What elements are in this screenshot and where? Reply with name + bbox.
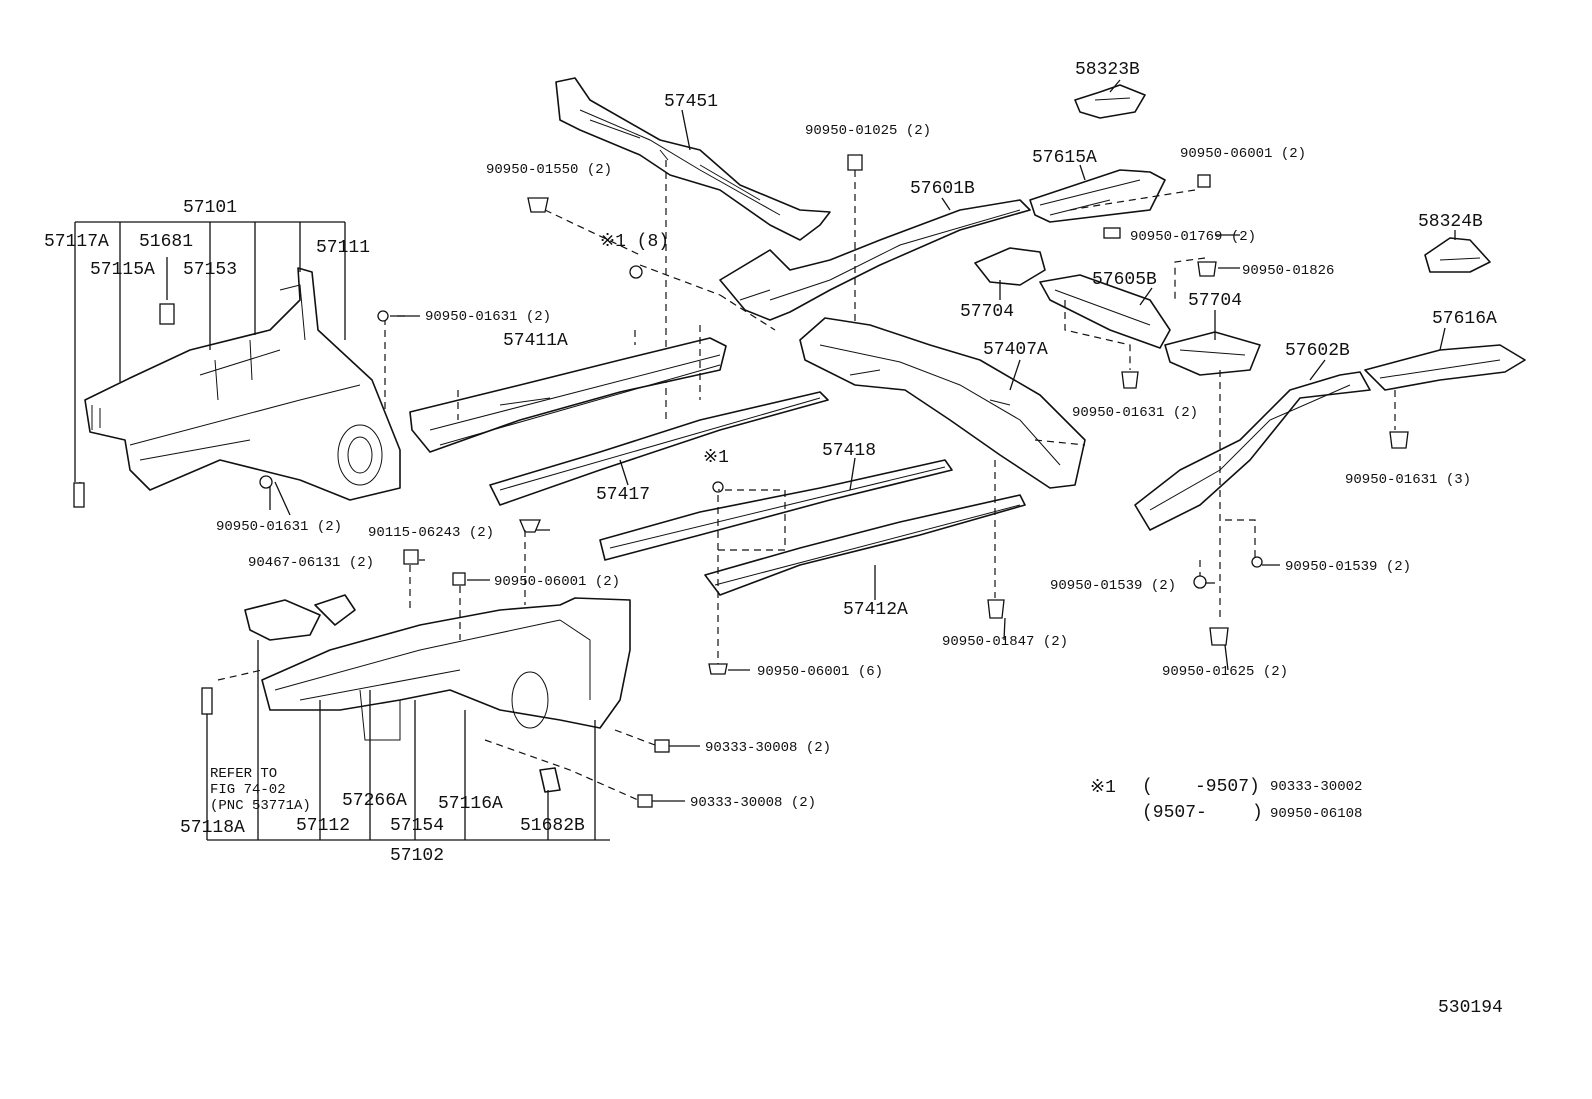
label-90115-06243: 90115-06243 (2) [368,525,494,541]
label-90950-01539-a: 90950-01539 (2) [1050,578,1176,594]
label-90950-06001-top: 90950-06001 (2) [1180,146,1306,162]
label-57615A: 57615A [1032,148,1097,168]
label-57118A: 57118A [180,818,245,838]
footnote-row2-part: 90950-06108 [1270,806,1362,822]
label-90950-01631-a: 90950-01631 (2) [425,309,551,325]
label-90950-01847: 90950-01847 (2) [942,634,1068,650]
leader-lines-57102 [201,640,610,841]
label-57411A: 57411A [503,331,568,351]
label-leader-lines [274,79,1456,802]
label-57412A: 57412A [843,600,908,620]
label-90950-01631-d: 90950-01631 (3) [1345,472,1471,488]
label-90950-01631-b: 90950-01631 (2) [216,519,342,535]
label-57154: 57154 [390,816,444,836]
footnote-row1-range: -9507) [1195,777,1260,797]
label-90950-01539-b: 90950-01539 (2) [1285,559,1411,575]
label-note1: ※1 [703,448,729,468]
label-58323B: 58323B [1075,60,1140,80]
side-rail-57411A [409,337,727,453]
footnote-table: ※1 ( -9507) 90333-30002 (9507- ) 90950-0… [1090,777,1362,823]
label-58324B: 58324B [1418,212,1483,232]
label-57101: 57101 [183,198,237,218]
label-57153: 57153 [183,260,237,280]
label-90950-01550: 90950-01550 (2) [486,162,612,178]
floor-crossmember-57407A [799,317,1086,489]
label-note1-8: ※1 (8) [600,232,669,252]
label-90950-01769: 90950-01769 (2) [1130,229,1256,245]
label-57111: 57111 [316,238,370,258]
footnote-mark: ※1 [1090,778,1116,798]
label-57602B: 57602B [1285,341,1350,361]
label-57601B: 57601B [910,179,975,199]
brackets-57704-57605B [974,247,1261,376]
label-90333-30008-a: 90333-30008 (2) [705,740,831,756]
side-rail-57417 [489,391,829,506]
label-57704-a: 57704 [960,302,1014,322]
bracket-58324B [1424,237,1491,273]
label-90950-06001-six: 90950-06001 (6) [757,664,883,680]
label-57116A: 57116A [438,794,503,814]
label-51681: 51681 [139,232,193,252]
label-57266A: 57266A [342,791,407,811]
label-90950-01631-c: 90950-01631 (2) [1072,405,1198,421]
label-57605B: 57605B [1092,270,1157,290]
label-57418: 57418 [822,441,876,461]
label-57112: 57112 [296,816,350,836]
front-apron-assembly-57102 [244,594,631,793]
footnote-row1-part: 90333-30002 [1270,779,1362,795]
label-90950-06001-mid: 90950-06001 (2) [494,574,620,590]
rear-frame-57602B [1134,371,1371,531]
label-57704-b: 57704 [1188,291,1242,311]
rear-frame-57601B [719,170,1031,330]
label-57117A: 57117A [44,232,109,252]
rear-member-57615A [1029,169,1166,223]
label-90467-06131: 90467-06131 (2) [248,555,374,571]
bracket-58323B [1074,84,1146,119]
part-labels: 57101 57117A 51681 57115A 57153 57111 90… [44,60,1497,866]
label-refer-line2: FIG 74-02 [210,782,286,798]
label-90950-01025: 90950-01025 (2) [805,123,931,139]
label-90950-01625: 90950-01625 (2) [1162,664,1288,680]
front-apron-assembly-57101 [84,267,401,501]
rear-member-57616A [1364,344,1526,391]
label-57451: 57451 [664,92,718,112]
label-57417: 57417 [596,485,650,505]
label-90950-01826: 90950-01826 [1242,263,1334,279]
label-51682B: 51682B [520,816,585,836]
label-57616A: 57616A [1432,309,1497,329]
side-rail-57418 [599,459,953,561]
figure-number: 530194 [1438,998,1503,1018]
footnote-row2-close: ) [1252,803,1263,823]
label-57102: 57102 [390,846,444,866]
label-57407A: 57407A [983,340,1048,360]
side-rail-57412A [704,494,1026,596]
label-refer-line1: REFER TO [210,766,277,782]
leader-lines-57101 [73,221,405,510]
footnote-row2-range: (9507- [1142,803,1207,823]
label-90333-30008-b: 90333-30008 (2) [690,795,816,811]
label-refer-line3: (PNC 53771A) [210,798,311,814]
label-57115A: 57115A [90,260,155,280]
footnote-row1-open: ( [1142,777,1153,797]
